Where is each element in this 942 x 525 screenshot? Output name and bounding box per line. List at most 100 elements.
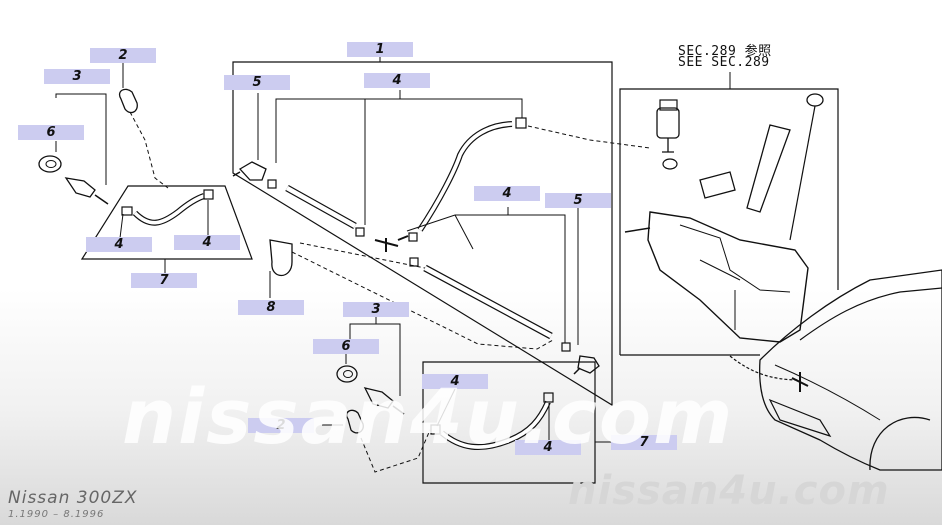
reservoir-tank (647, 211, 809, 343)
pump-grommet (662, 158, 678, 170)
model-years: 1.1990 – 8.1996 (8, 509, 105, 520)
clip-part-2b (345, 409, 364, 434)
watermark-corner: nissan4u.com (568, 468, 890, 514)
pump-outlet (662, 138, 674, 153)
callout-6-bottom: 6 (313, 339, 379, 354)
callout-label: 6 (46, 125, 56, 140)
callout-4-top: 4 (364, 73, 430, 88)
joint-part-4i (430, 424, 441, 435)
bracket-3-left (55, 93, 107, 185)
callout-2-bottom: 2 (248, 418, 314, 433)
callout-label: 2 (118, 48, 128, 63)
dashed-link-bottom (360, 429, 431, 473)
valve-nib-b (573, 367, 581, 375)
check-valve-part-5b (577, 355, 600, 374)
callout-4-left-b: 4 (174, 235, 240, 250)
grommet-inner-b (343, 370, 353, 378)
car-hood-line (774, 364, 881, 421)
group-box-7-left (80, 185, 253, 260)
leader-4-left-a (119, 213, 124, 239)
callout-label: 6 (341, 339, 351, 354)
dashed-link-left (129, 111, 169, 189)
joint-part-4f (409, 257, 419, 267)
car-nozzle-mark (791, 372, 809, 392)
curved-hose (417, 121, 513, 232)
joint-part-4c (267, 179, 277, 189)
callout-label: 4 (392, 73, 402, 88)
bracket-3-bottom (349, 323, 401, 396)
callout-label: 4 (114, 237, 124, 252)
callout-3-left: 3 (44, 69, 110, 84)
group-box-1 (232, 61, 613, 407)
car-wheel (869, 416, 931, 471)
bracket-4-mid (406, 214, 566, 343)
joint-part-4j (543, 392, 554, 403)
car-windshield (799, 287, 942, 341)
joint-part-4b (203, 189, 214, 200)
callout-3-bottom: 3 (343, 302, 409, 317)
long-tube-core (285, 186, 357, 228)
nozzle-part-3 (64, 177, 96, 198)
reservoir-bolt (624, 227, 651, 233)
level-sensor (699, 171, 736, 199)
reference-line-1: SEC.289 参照 (678, 44, 772, 59)
callout-label: 5 (252, 75, 262, 90)
callout-8: 8 (238, 300, 304, 315)
callout-7-right: 7 (611, 435, 677, 450)
joint-part-4d (355, 227, 365, 237)
reservoir-detail (679, 224, 791, 330)
nozzle-tip-b (392, 405, 405, 415)
leader-4-bottom-a (436, 388, 456, 427)
clip-part-2 (118, 88, 138, 114)
group-box-7-right (422, 361, 596, 484)
grommet-part-6 (38, 155, 62, 173)
callout-6-left: 6 (18, 125, 84, 140)
callout-label: 2 (276, 418, 286, 433)
grommet-part-6b (336, 365, 358, 383)
callout-label: 4 (202, 235, 212, 250)
callout-label: 8 (266, 300, 276, 315)
callout-label: 5 (573, 193, 583, 208)
dashed-line-b (299, 242, 426, 269)
joint-part-4e (408, 232, 418, 242)
hose-core-left (133, 194, 205, 225)
callout-label: 7 (159, 273, 169, 288)
callout-7-left: 7 (131, 273, 197, 288)
dashed-line-a (291, 251, 554, 350)
check-valve-part-5a (238, 161, 267, 181)
curved-hose-core (418, 122, 513, 231)
dipstick (789, 105, 816, 241)
callout-label: 3 (72, 69, 82, 84)
dashed-link-pump (527, 125, 651, 149)
harness-line (729, 355, 801, 381)
callout-label: 4 (502, 186, 512, 201)
reservoir-box (619, 88, 839, 355)
car-headlight (768, 398, 832, 438)
callout-5-top: 5 (224, 75, 290, 90)
car-body (759, 269, 942, 471)
callout-5-right: 5 (545, 193, 611, 208)
long-tube-2-core (423, 266, 553, 338)
callout-label: 7 (639, 435, 649, 450)
joint-part-4h (561, 342, 571, 352)
callout-4-bottom-a: 4 (422, 374, 488, 389)
watermark-center: nissan4u.com (122, 372, 735, 461)
callout-label: 4 (543, 440, 553, 455)
clamp-part-8 (269, 239, 293, 277)
filler-neck (746, 124, 791, 213)
callout-2-left: 2 (90, 48, 156, 63)
nozzle-tip (94, 194, 109, 205)
joint-part-4g (515, 117, 527, 129)
valve-nib (232, 171, 241, 177)
grommet-inner (45, 160, 57, 168)
callout-label: 3 (371, 302, 381, 317)
reference-line-2: SEE SEC.289 (678, 55, 770, 70)
callout-4-mid: 4 (474, 186, 540, 201)
callout-1: 1 (347, 42, 413, 57)
nozzle-part-3b (363, 387, 394, 409)
bracket-4-top (275, 98, 523, 163)
pump-cap (659, 99, 678, 111)
filler-cap (806, 93, 824, 107)
hose-core-right (440, 401, 550, 449)
